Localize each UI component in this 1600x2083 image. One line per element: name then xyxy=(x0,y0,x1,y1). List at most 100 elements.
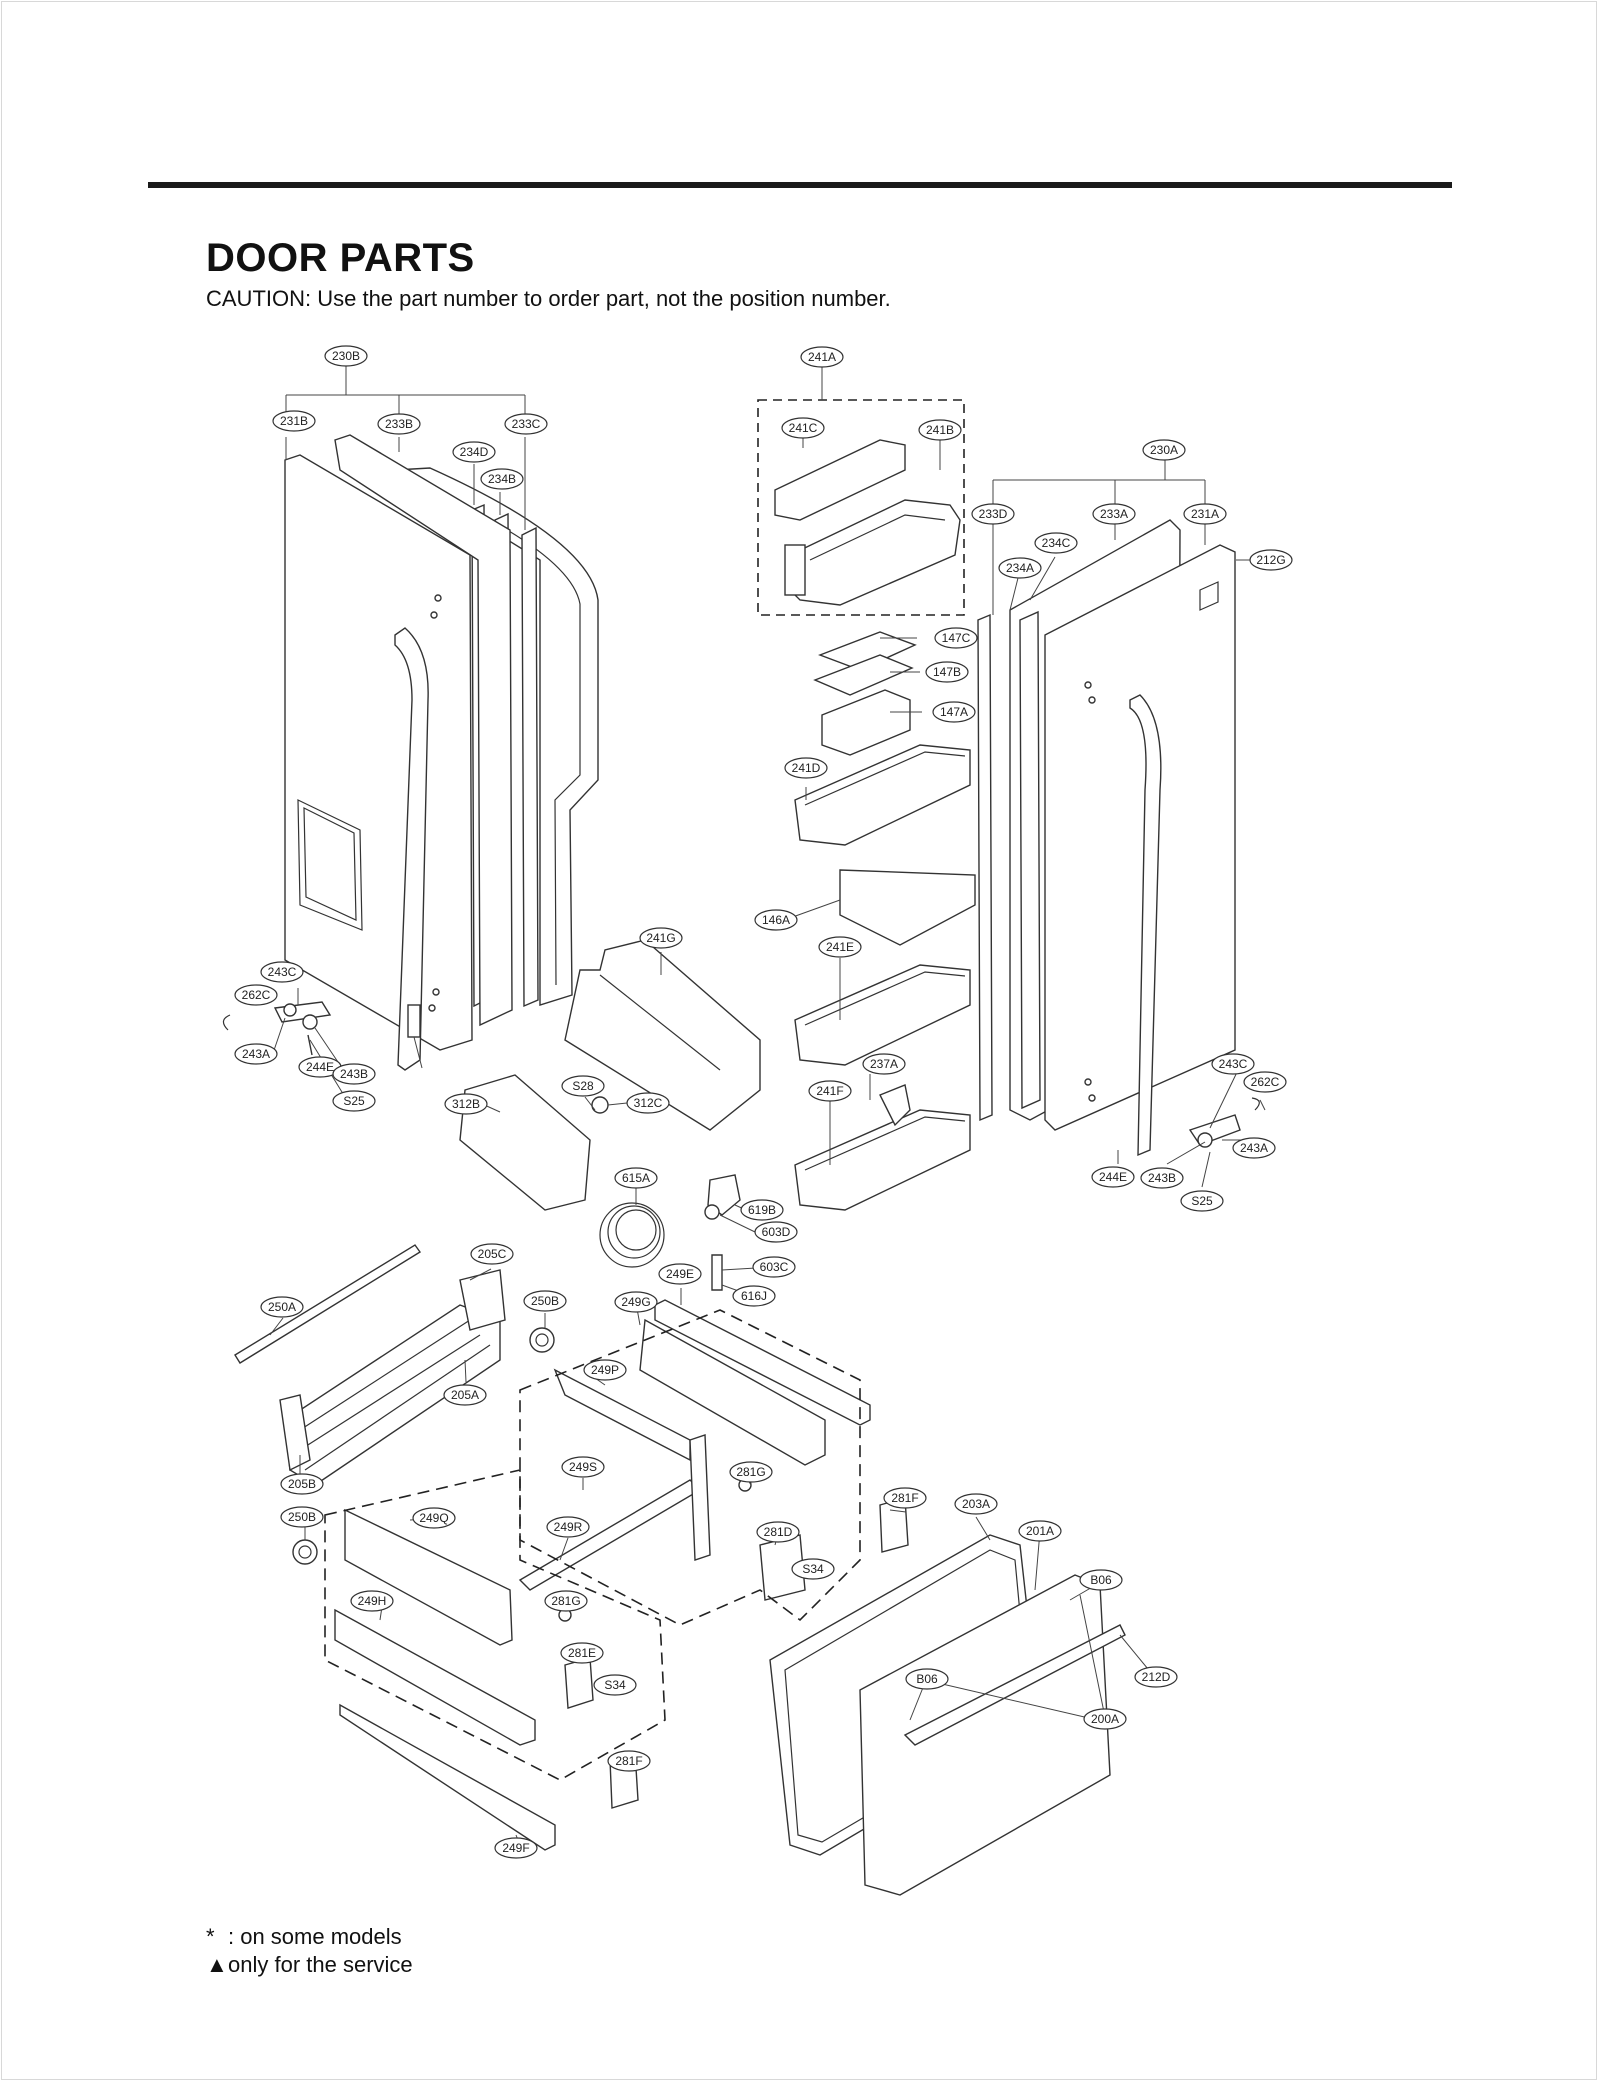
callout-label: 281G xyxy=(551,1594,580,1608)
callout-label: 249G xyxy=(621,1295,650,1309)
callout-label: 243C xyxy=(268,965,297,979)
callout-label: 241E xyxy=(826,940,854,954)
callout-label: 616J xyxy=(741,1289,767,1303)
callout-label: 281G xyxy=(736,1465,765,1479)
freezer-door-201a xyxy=(859,1574,1111,1896)
rail-249g xyxy=(639,1318,826,1466)
callout-label: 234C xyxy=(1042,536,1071,550)
callout-241a: 241A xyxy=(800,346,844,368)
callout-label: 203A xyxy=(962,1497,990,1511)
callout-243a: 243A xyxy=(1232,1137,1276,1159)
callout-label: 147A xyxy=(940,705,968,719)
callout-label: 250A xyxy=(268,1300,296,1314)
callout-label: 281F xyxy=(891,1491,918,1505)
right-door-assembly xyxy=(977,519,1260,1157)
callout-234c: 234C xyxy=(1034,532,1078,554)
callout-234b: 234B xyxy=(480,468,524,490)
rail-249h xyxy=(334,1608,536,1746)
callout-312b: 312B xyxy=(444,1093,488,1115)
right-door-gasket-233d xyxy=(977,613,993,1122)
callout-label: 231A xyxy=(1191,507,1219,521)
callout-label: S25 xyxy=(1191,1194,1213,1208)
callout-label: S28 xyxy=(572,1079,594,1093)
callout-label: 241F xyxy=(816,1084,843,1098)
callout-label: 281F xyxy=(615,1754,642,1768)
drawer-assembly xyxy=(234,1244,1126,1896)
callout-230b: 230B xyxy=(324,345,368,367)
callout-281e: 281E xyxy=(560,1642,604,1664)
legend-text: only for the service xyxy=(228,1952,413,1977)
callout-241d: 241D xyxy=(784,757,828,779)
bin-241g xyxy=(564,939,761,1131)
rail-249p xyxy=(553,1368,691,1462)
callout-label: 312B xyxy=(452,1097,480,1111)
bin-241f xyxy=(794,1109,971,1211)
callout-262c: 262C xyxy=(234,984,278,1006)
callout-label: 249F xyxy=(502,1841,529,1855)
page-title: DOOR PARTS xyxy=(206,236,475,280)
callout-label: B06 xyxy=(1090,1573,1112,1587)
callout-249s: 249S xyxy=(561,1456,605,1478)
callout-label: 205B xyxy=(288,1477,316,1491)
callout-b06: B06 xyxy=(1079,1569,1123,1591)
rail-249f xyxy=(339,1703,556,1851)
left-door-handle xyxy=(394,627,429,1071)
callout-200a: 200A xyxy=(1083,1708,1127,1730)
callout-244e: 244E xyxy=(1091,1166,1135,1188)
callout-label: 250B xyxy=(288,1510,316,1524)
callout-s25: S25 xyxy=(1180,1190,1224,1212)
callout-241b: 241B xyxy=(918,419,962,441)
callout-label: 312C xyxy=(634,1096,663,1110)
callout-label: 233B xyxy=(385,417,413,431)
callout-615a: 615A xyxy=(614,1167,658,1189)
callout-205b: 205B xyxy=(280,1473,324,1495)
callout-label: 244E xyxy=(306,1060,334,1074)
callout-label: 249H xyxy=(358,1594,387,1608)
callout-281g: 281G xyxy=(544,1590,588,1612)
callout-233b: 233B xyxy=(377,413,421,435)
callout-label: 146A xyxy=(762,913,790,927)
caution-note: CAUTION: Use the part number to order pa… xyxy=(206,286,891,311)
rail-249e xyxy=(654,1299,871,1426)
callout-label: 243C xyxy=(1219,1057,1248,1071)
callout-b06: B06 xyxy=(905,1668,949,1690)
callout-label: 262C xyxy=(242,988,271,1002)
callout-label: 241G xyxy=(646,931,675,945)
callout-label: 249R xyxy=(554,1520,583,1534)
callout-label: S25 xyxy=(343,1094,365,1108)
callout-231a: 231A xyxy=(1183,503,1227,525)
callout-281f: 281F xyxy=(607,1750,651,1772)
callout-label: 230A xyxy=(1150,443,1178,457)
callout-s34: S34 xyxy=(791,1558,835,1580)
triangle-icon: ▲ xyxy=(206,1952,228,1977)
left-door-assembly xyxy=(222,434,599,1071)
legend-text: : on some models xyxy=(228,1924,402,1949)
callout-label: 212G xyxy=(1256,553,1285,567)
left-door-gasket-frame xyxy=(334,434,513,1027)
callout-label: 200A xyxy=(1091,1712,1119,1726)
callout-233c: 233C xyxy=(504,413,548,435)
callout-243b: 243B xyxy=(1140,1167,1184,1189)
callout-250b: 250B xyxy=(523,1290,567,1312)
callout-label: 241B xyxy=(926,423,954,437)
callout-243b: 243B xyxy=(332,1063,376,1085)
callout-label: 249E xyxy=(666,1267,694,1281)
callout-619b: 619B xyxy=(740,1199,784,1221)
callout-249r: 249R xyxy=(546,1516,590,1538)
callout-label: 250B xyxy=(531,1294,559,1308)
callout-label: 249S xyxy=(569,1460,597,1474)
rail-249q xyxy=(344,1508,513,1646)
callout-281f: 281F xyxy=(883,1487,927,1509)
callout-label: 234A xyxy=(1006,561,1034,575)
callout-label: 234D xyxy=(460,445,489,459)
water-valve-assembly xyxy=(599,1174,741,1291)
callout-233d: 233D xyxy=(971,503,1015,525)
callout-label: 249Q xyxy=(419,1511,448,1525)
callout-label: 241D xyxy=(792,761,821,775)
callout-147b: 147B xyxy=(925,661,969,683)
top-rule xyxy=(148,182,1452,188)
bin-241d xyxy=(794,744,971,846)
left-door-liner xyxy=(392,467,599,1006)
